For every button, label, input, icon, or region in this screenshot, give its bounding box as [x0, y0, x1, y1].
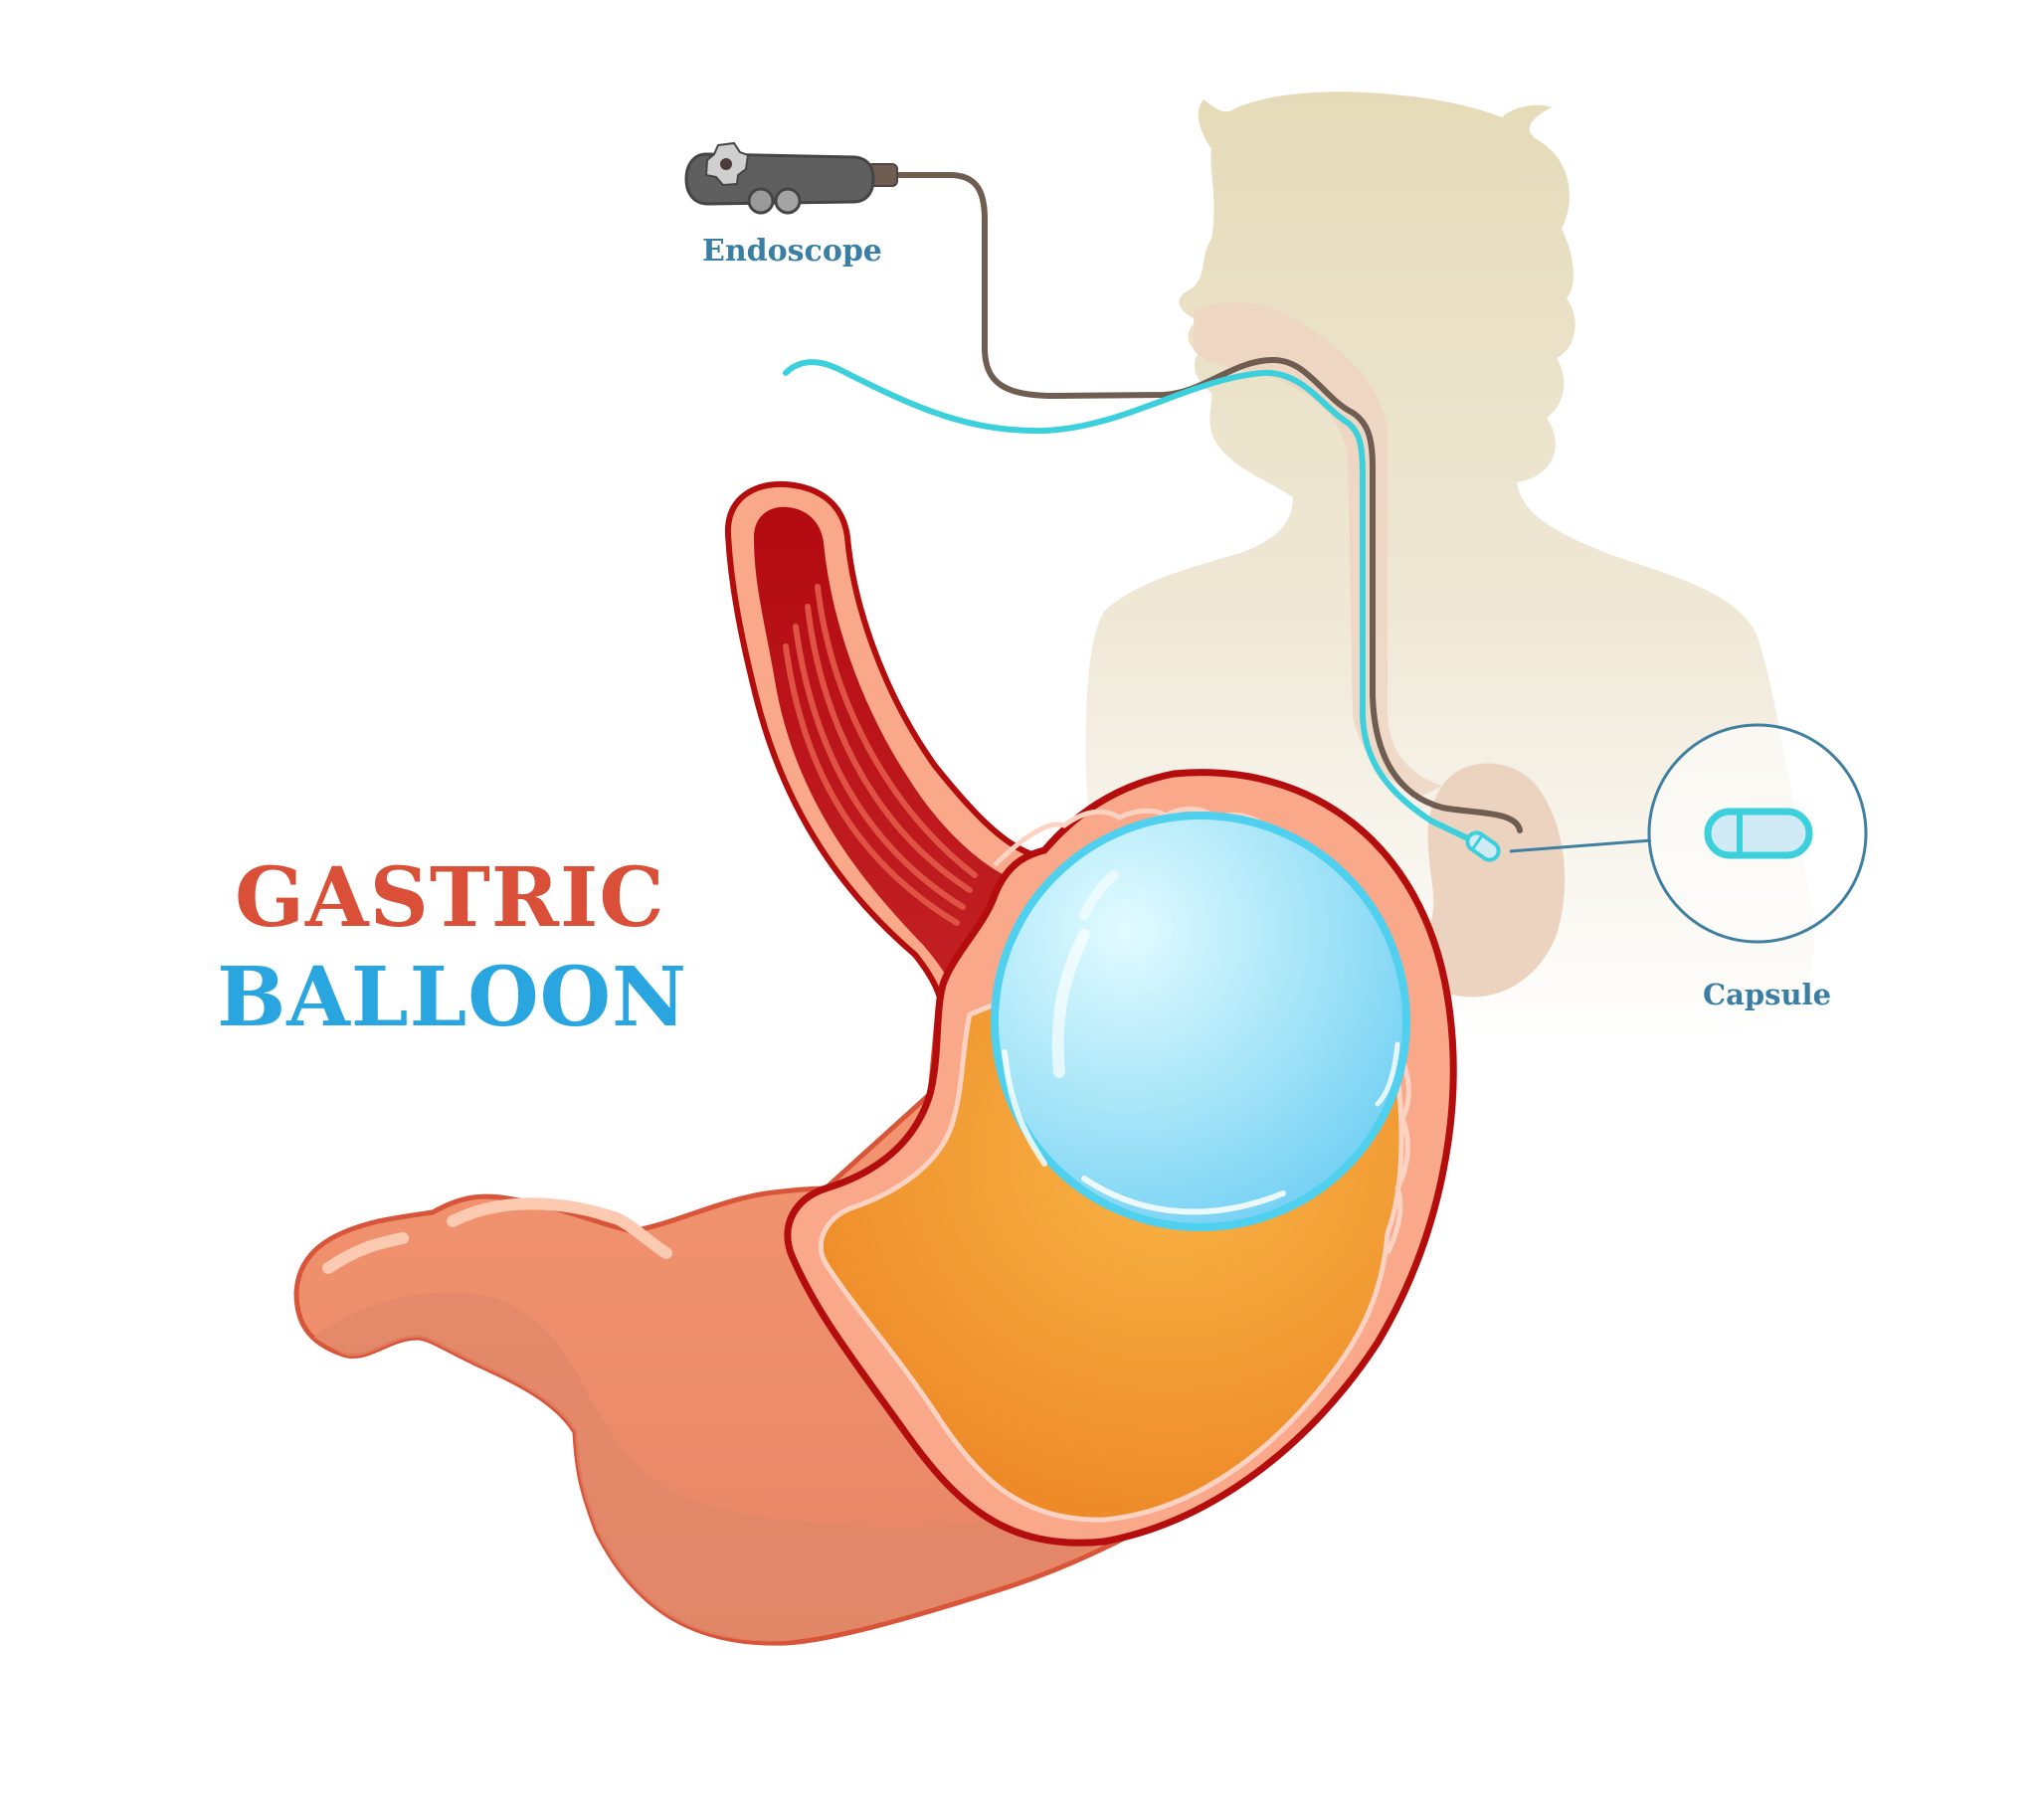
endoscope-knob [747, 187, 775, 215]
catheter-tube [783, 359, 1475, 843]
capsule-callout [1647, 723, 1868, 944]
endoscope-label: Endoscope [702, 234, 882, 269]
gastric-balloon [991, 812, 1410, 1231]
endoscope-knob [774, 187, 802, 215]
endoscope-handle-icon [684, 141, 898, 215]
callout-leader [1509, 838, 1652, 853]
capsule-tip [1465, 830, 1501, 862]
title-balloon: BALLOON [217, 950, 688, 1045]
capsule-pill-icon [1704, 808, 1813, 859]
title-gastric: GASTRIC [235, 850, 665, 946]
capsule-label: Capsule [1703, 978, 1832, 1011]
muscle-striations [783, 584, 978, 926]
endoscope-cable [892, 172, 1523, 833]
